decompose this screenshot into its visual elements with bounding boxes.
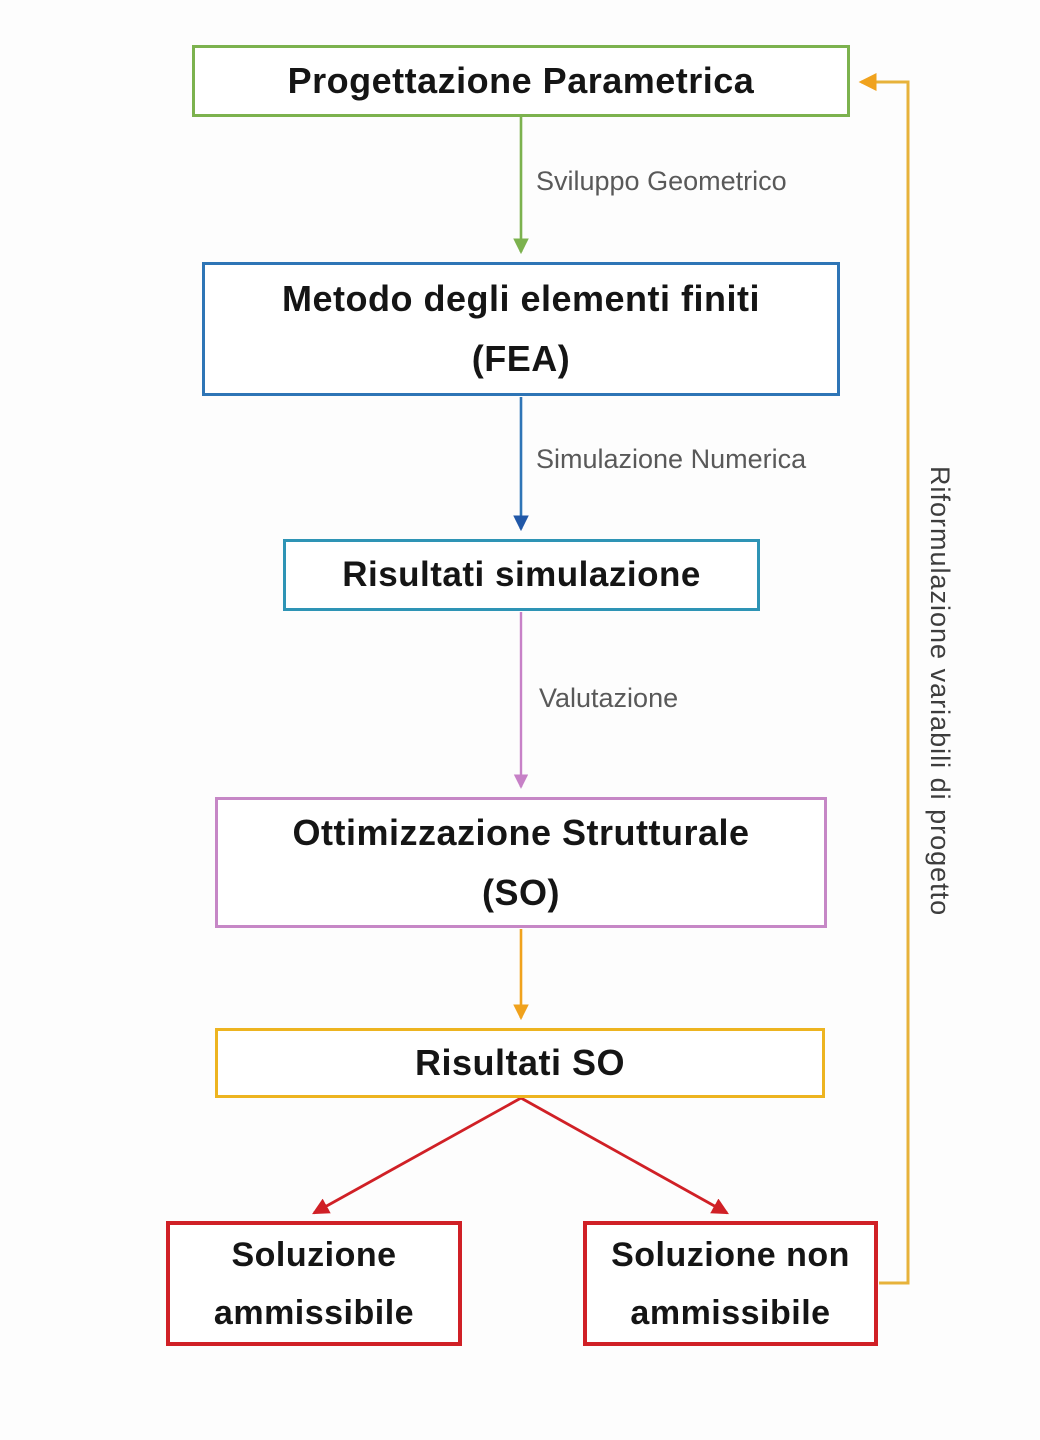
node-progettazione-parametrica: Progettazione Parametrica — [192, 45, 850, 117]
node-soluzione-ammissibile: Soluzione ammissibile — [166, 1221, 462, 1346]
node-label-line1: Soluzione — [231, 1235, 397, 1274]
edge-to-soluzione-non-ammissibile — [520, 1096, 729, 1215]
node-ottimizzazione-strutturale: Ottimizzazione Strutturale (SO) — [215, 797, 827, 928]
node-metodo-elementi-finiti: Metodo degli elementi finiti (FEA) — [202, 262, 840, 396]
node-soluzione-non-ammissibile: Soluzione non ammissibile — [583, 1221, 878, 1346]
node-label-line2: (FEA) — [471, 338, 571, 379]
edge-label-sviluppo-geometrico: Sviluppo Geometrico — [536, 166, 787, 196]
node-label-line2: ammissibile — [630, 1293, 831, 1332]
node-label: Progettazione Parametrica — [287, 60, 755, 101]
node-label-line1: Metodo degli elementi finiti — [281, 278, 760, 319]
edge-riformulazione-feedback — [858, 73, 910, 1285]
node-label: Risultati simulazione — [342, 555, 701, 594]
edge-to-soluzione-ammissibile — [312, 1096, 522, 1215]
node-label: Risultati SO — [414, 1042, 626, 1083]
node-risultati-simulazione: Risultati simulazione — [283, 539, 760, 611]
node-label-line2: (SO) — [482, 871, 560, 913]
node-label-line1: Soluzione non — [611, 1235, 850, 1274]
edge-label-riformulazione-variabili: Riformulazione variabili di progetto — [925, 466, 955, 917]
node-risultati-so: Risultati SO — [215, 1028, 825, 1098]
edge-label-simulazione-numerica: Simulazione Numerica — [536, 444, 807, 474]
node-label-line1: Ottimizzazione Strutturale — [292, 811, 750, 853]
edge-label-valutazione: Valutazione — [539, 683, 679, 713]
node-label-line2: ammissibile — [213, 1293, 415, 1332]
